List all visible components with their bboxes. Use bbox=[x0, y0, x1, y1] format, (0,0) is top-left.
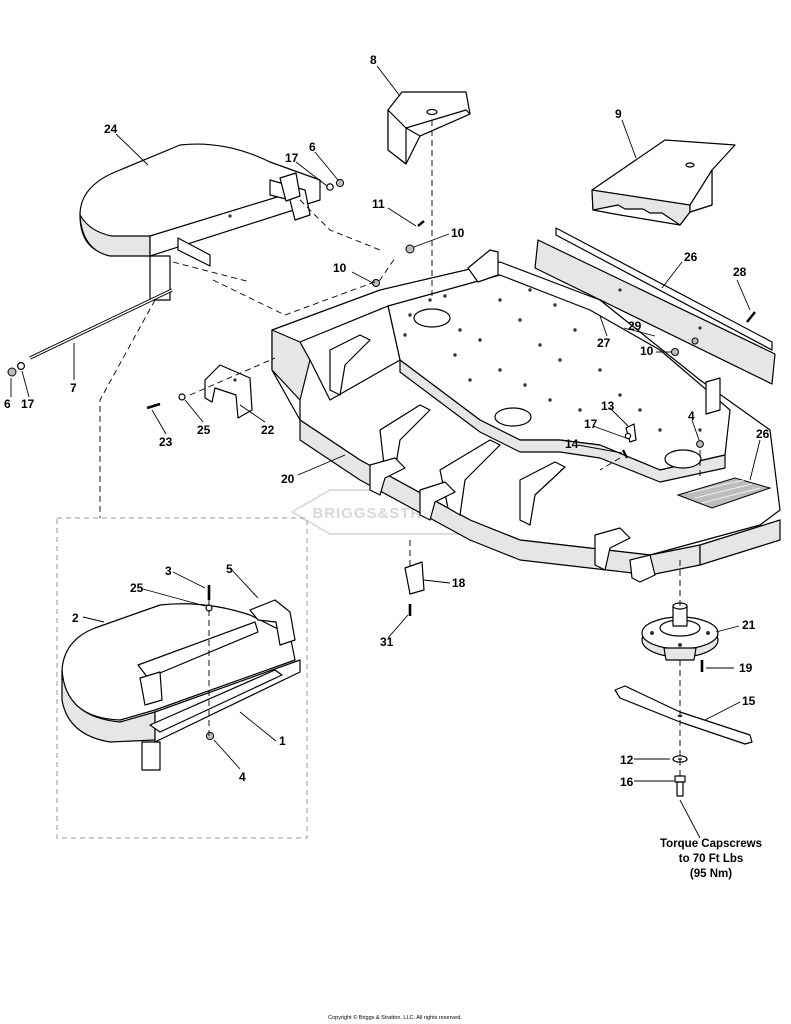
callout-20: 20 bbox=[281, 472, 295, 486]
callout-23: 23 bbox=[159, 435, 173, 449]
bolt-29 bbox=[746, 311, 756, 323]
rod-7 bbox=[29, 288, 173, 360]
nut-6-upper bbox=[335, 178, 345, 188]
callout-13: 13 bbox=[601, 399, 615, 413]
callout-10-top: 10 bbox=[451, 226, 465, 240]
callout-3: 3 bbox=[165, 564, 172, 578]
callout-12: 12 bbox=[620, 753, 634, 767]
torque-note-line2: to 70 Ft Lbs bbox=[679, 853, 744, 865]
callout-16: 16 bbox=[620, 775, 634, 789]
belt-shield-9 bbox=[591, 139, 736, 226]
callout-21: 21 bbox=[742, 618, 756, 632]
callout-7: 7 bbox=[70, 381, 77, 395]
callout-10-left: 10 bbox=[333, 261, 347, 275]
assembly-lines bbox=[99, 120, 701, 776]
nut-10-right bbox=[671, 348, 679, 356]
blade-15 bbox=[614, 685, 753, 745]
callout-2: 2 bbox=[72, 611, 79, 625]
mower-deck-20 bbox=[271, 249, 781, 583]
bolt-16 bbox=[674, 775, 686, 797]
nut-6-lower bbox=[7, 367, 17, 377]
callout-25-mid: 25 bbox=[197, 423, 211, 437]
callout-25-inset: 25 bbox=[130, 581, 144, 595]
bracket-22 bbox=[204, 364, 253, 419]
callout-18: 18 bbox=[452, 576, 466, 590]
mulch-cover-2 bbox=[61, 603, 301, 771]
spindle-21 bbox=[641, 602, 719, 661]
mulch-bracket-5 bbox=[137, 599, 296, 706]
bolt-14 bbox=[622, 449, 628, 459]
callout-28: 27 bbox=[597, 336, 611, 350]
callout-4-deck: 4 bbox=[688, 409, 695, 423]
callout-31: 31 bbox=[380, 635, 394, 649]
nut-30 bbox=[691, 337, 699, 345]
inset-frame bbox=[56, 517, 308, 839]
washer-17-mid bbox=[624, 432, 632, 440]
callout-17-mid: 17 bbox=[584, 417, 598, 431]
callout-labels: 8 9 24 17 6 11 10 10 26 28 29 27 10 7 17… bbox=[4, 53, 770, 789]
callout-24: 24 bbox=[104, 122, 118, 136]
callout-15: 15 bbox=[742, 694, 756, 708]
washer-17-lower bbox=[17, 362, 26, 371]
callout-14: 14 bbox=[565, 437, 579, 451]
callout-8: 8 bbox=[370, 53, 377, 67]
callout-27: 26 bbox=[684, 250, 698, 264]
torque-note: Torque Capscrews to 70 Ft Lbs (95 Nm) bbox=[660, 838, 762, 880]
nut-10-left bbox=[372, 279, 380, 287]
callout-17-upper: 17 bbox=[285, 151, 299, 165]
bracket-18 bbox=[404, 561, 425, 595]
torque-note-line1: Torque Capscrews bbox=[660, 838, 762, 850]
mulch-plate-1 bbox=[149, 669, 283, 733]
callout-1: 1 bbox=[279, 734, 286, 748]
callout-5: 5 bbox=[226, 562, 233, 576]
callout-6-upper: 6 bbox=[309, 140, 316, 154]
callout-22: 22 bbox=[261, 423, 275, 437]
callout-29: 28 bbox=[733, 265, 747, 279]
washer-17-upper bbox=[326, 183, 334, 191]
callout-17-lower: 17 bbox=[21, 397, 35, 411]
baffle-27 bbox=[555, 227, 773, 351]
torque-note-line3: (95 Nm) bbox=[690, 868, 732, 880]
bolt-11 bbox=[417, 220, 425, 227]
bolt-23 bbox=[146, 402, 161, 410]
callout-9: 9 bbox=[615, 107, 622, 121]
washer-25-mid bbox=[178, 393, 186, 401]
callout-11: 11 bbox=[372, 197, 385, 211]
callout-6-lower: 6 bbox=[4, 397, 11, 411]
nut-10-top bbox=[405, 244, 415, 254]
discharge-chute-24 bbox=[79, 143, 321, 301]
callout-10-right: 10 bbox=[640, 344, 654, 358]
belt-cover-8 bbox=[387, 91, 471, 165]
callout-4-inset: 4 bbox=[239, 770, 246, 784]
leader-lines bbox=[10, 65, 761, 839]
deck-holes bbox=[403, 288, 702, 432]
nut-4-deck bbox=[696, 440, 704, 448]
callout-19: 19 bbox=[739, 661, 753, 675]
mulch-nut-4 bbox=[205, 731, 215, 741]
baffle-28 bbox=[534, 239, 776, 385]
copyright-text: Copyright © Briggs & Stratton, LLC. All … bbox=[328, 1014, 462, 1021]
callout-26: 26 bbox=[756, 427, 770, 441]
callout-30: 29 bbox=[628, 319, 642, 333]
